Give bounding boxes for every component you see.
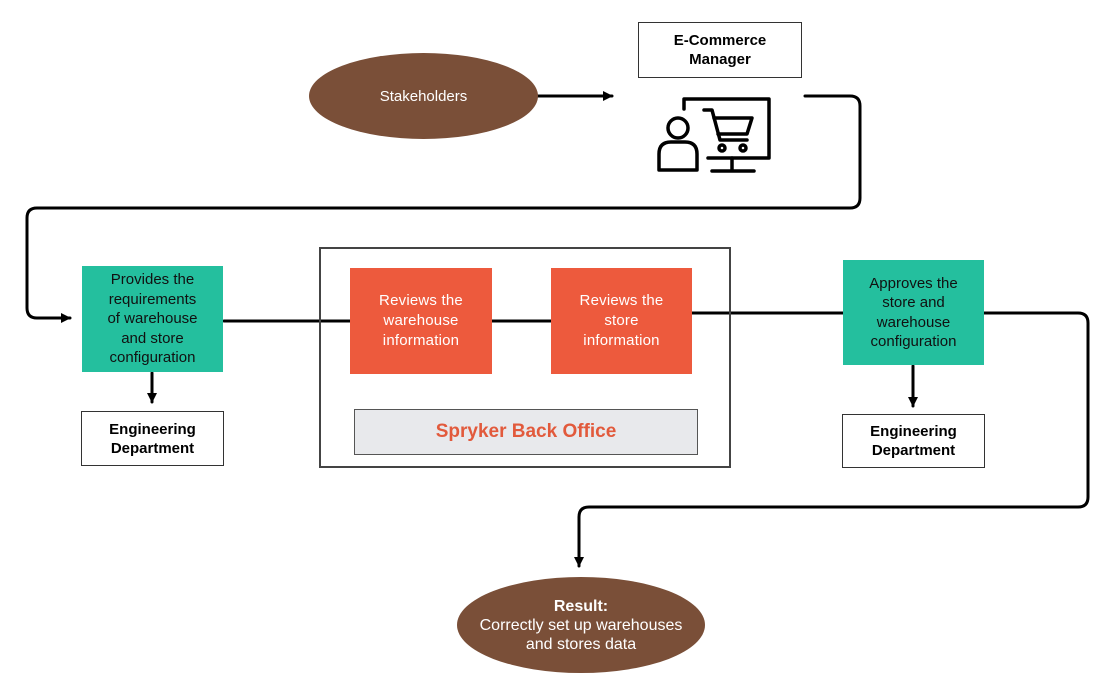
engineering-department-right: Engineering Department: [842, 414, 985, 468]
ecommerce-manager-box: E-Commerce Manager: [638, 22, 802, 78]
computer-shopping-cart-person-icon: [657, 97, 771, 173]
reviews-warehouse-node: Reviews the warehouse information: [350, 268, 492, 374]
approves-configuration-node: Approves the store and warehouse configu…: [843, 260, 984, 365]
provides-requirements-label: Provides the requirements of warehouse a…: [107, 271, 198, 367]
arrow-manager-to-provides: [25, 94, 862, 323]
reviews-store-label: Reviews the store information: [579, 292, 664, 349]
stakeholders-node: Stakeholders: [309, 53, 538, 139]
reviews-warehouse-label: Reviews the warehouse information: [379, 292, 463, 349]
back-office-frame: [319, 247, 731, 468]
stakeholders-label: Stakeholders: [379, 87, 468, 105]
arrow-approves-to-result: [574, 311, 1090, 568]
engineering-department-right-label: Engineering Department: [870, 423, 957, 459]
reviews-store-node: Reviews the store information: [551, 268, 692, 374]
engineering-department-left: Engineering Department: [81, 411, 224, 466]
back-office-label: Spryker Back Office: [435, 421, 617, 442]
result-title: Result:: [553, 597, 609, 615]
approves-configuration-label: Approves the store and warehouse configu…: [869, 274, 958, 351]
engineering-department-left-label: Engineering Department: [109, 420, 196, 457]
result-text: Correctly set up warehouses and stores d…: [479, 616, 683, 653]
back-office-label-box: Spryker Back Office: [354, 409, 698, 455]
ecommerce-manager-label: E-Commerce Manager: [673, 32, 767, 68]
provides-requirements-node: Provides the requirements of warehouse a…: [82, 266, 223, 372]
result-node: Result: Correctly set up warehouses and …: [457, 577, 705, 673]
